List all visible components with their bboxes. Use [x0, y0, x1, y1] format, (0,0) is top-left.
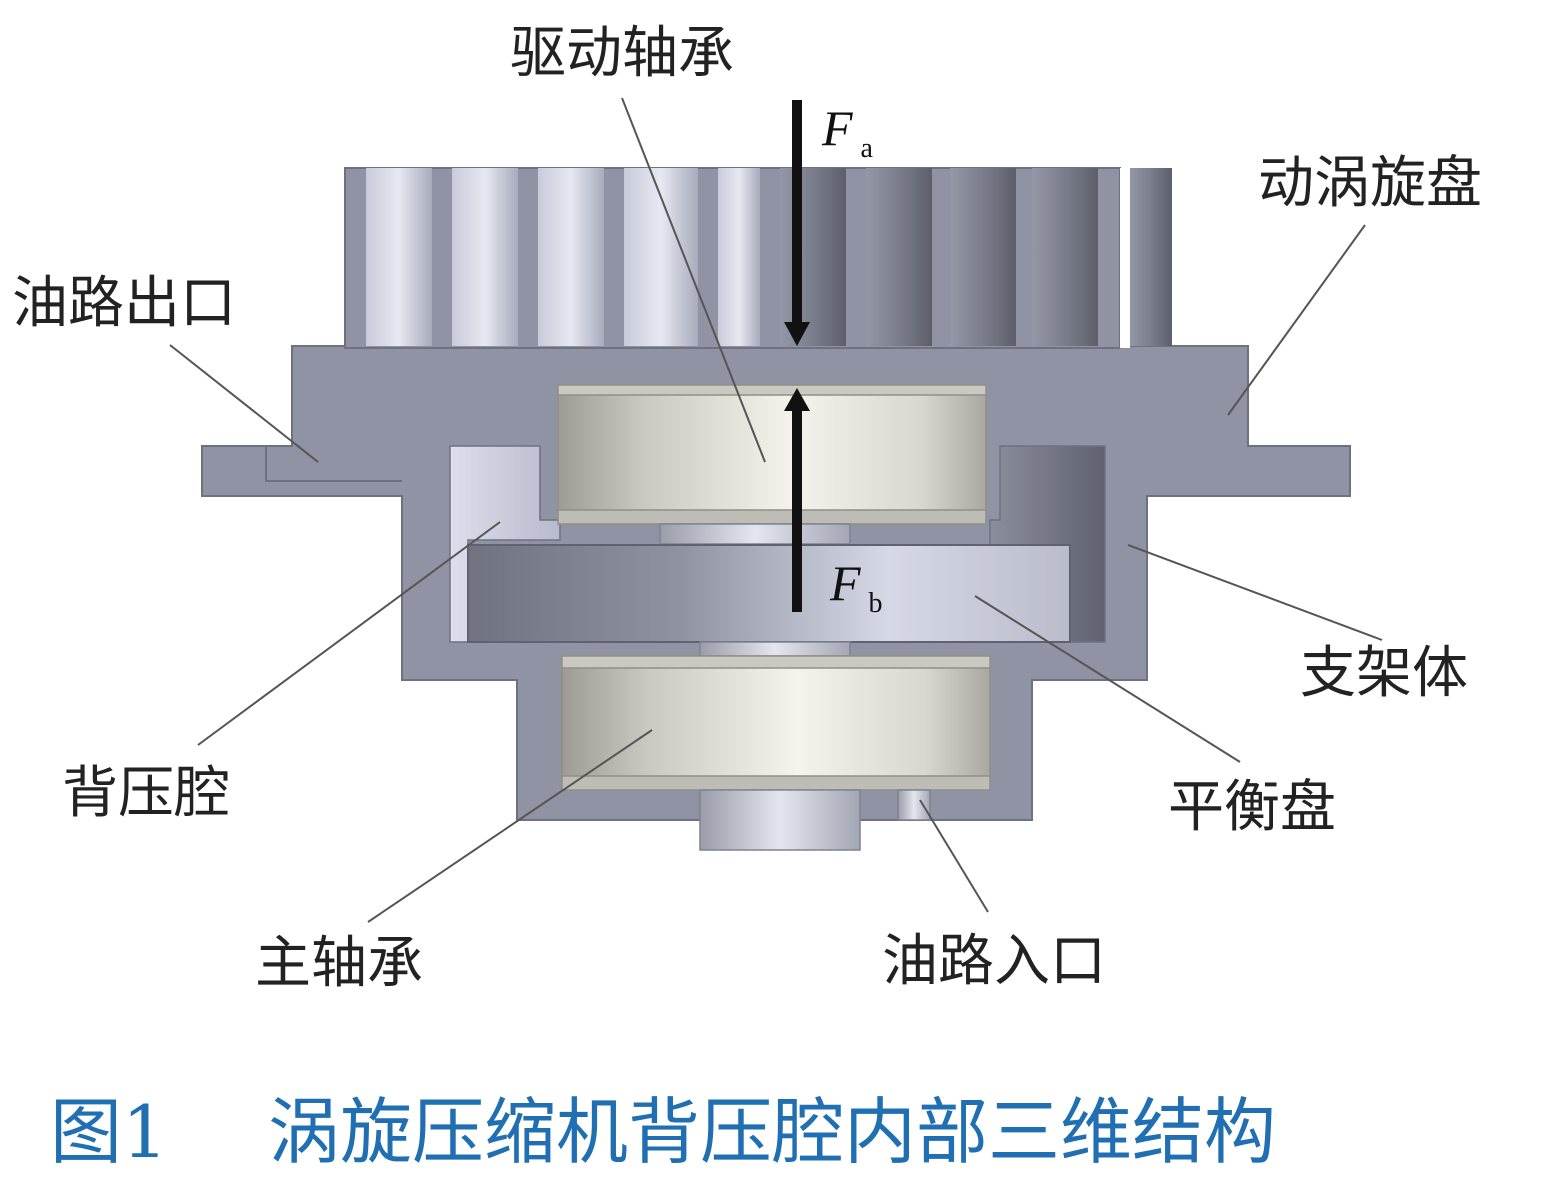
leader-orbiting-scroll	[1227, 224, 1366, 416]
leader-main-bearing	[367, 729, 653, 923]
main-bearing	[561, 655, 991, 791]
fa-subscript: a	[861, 133, 874, 164]
label-drive-bearing: 驱动轴承	[510, 21, 734, 86]
leader-drive-bearing	[621, 97, 766, 463]
leader-back-pressure	[197, 521, 501, 746]
leader-balance-disk	[974, 595, 1241, 763]
fb-subscript: b	[869, 588, 883, 619]
force-arrow-fa	[784, 100, 810, 346]
lower-shaft	[699, 789, 931, 851]
balance-disk	[467, 544, 1071, 657]
leader-oil-outlet	[169, 344, 319, 463]
leader-lines	[169, 97, 1383, 923]
fa-symbol: F	[821, 100, 853, 156]
leader-oil-inlet	[919, 799, 989, 913]
label-balance-disk: 平衡盘	[1168, 775, 1336, 840]
drive-bearing	[557, 384, 987, 545]
label-main-bearing: 主轴承	[255, 931, 423, 996]
fb-symbol: F	[829, 555, 861, 611]
force-arrow-fb	[784, 388, 810, 612]
label-oil-inlet: 油路入口	[882, 929, 1106, 994]
figure-caption: 涡旋压缩机背压腔内部三维结构	[268, 1090, 1276, 1174]
leader-frame-body	[1127, 544, 1383, 641]
label-orbiting-scroll: 动涡旋盘	[1258, 151, 1482, 216]
label-frame-body: 支架体	[1300, 641, 1468, 706]
label-back-pressure-chamber: 背压腔	[62, 761, 230, 826]
label-oil-outlet: 油路出口	[12, 271, 236, 336]
figure-number: 图1	[50, 1090, 168, 1174]
orbiting-scroll-vanes	[344, 167, 1172, 349]
